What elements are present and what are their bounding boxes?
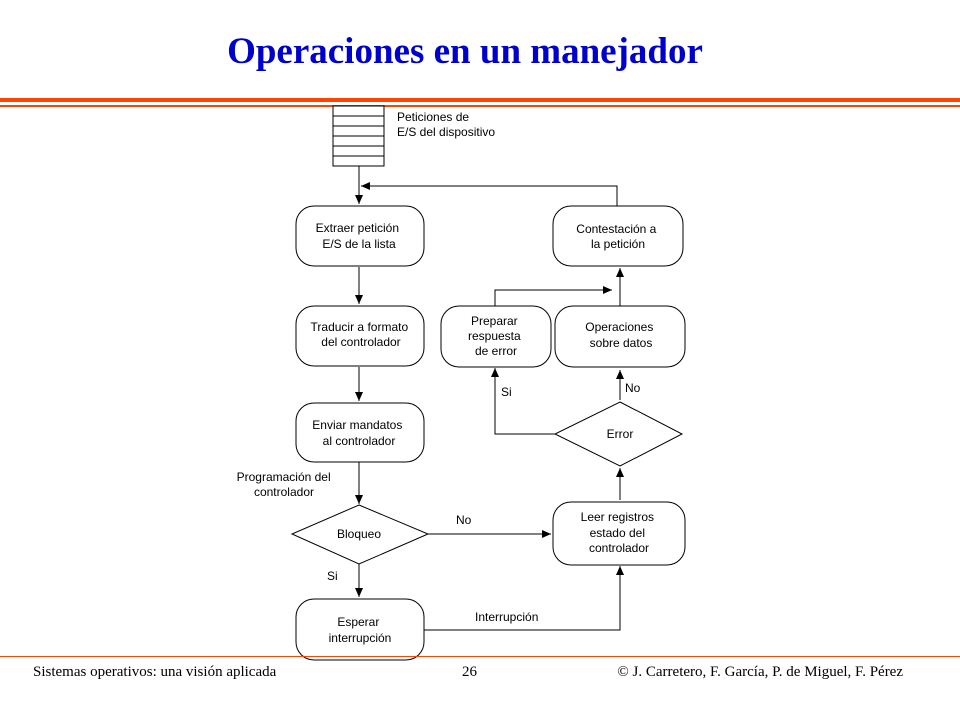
block-decision-text: Bloqueo [337, 527, 381, 541]
error-decision-text: Error [607, 427, 634, 441]
send-commands-text: Enviar mandatos al controlador [312, 418, 405, 448]
request-queue [332, 105, 385, 167]
read-registers-node [552, 501, 686, 566]
prepare-error-node [440, 305, 552, 368]
title-divider-thick [0, 98, 960, 102]
send-commands-node [295, 402, 425, 463]
interrupt-label: Interrupción [475, 610, 538, 624]
reply-request-node [552, 205, 684, 267]
programming-label: Programación del controlador [237, 470, 334, 499]
block-no-label: No [456, 513, 472, 527]
error-decision-node [553, 401, 684, 467]
block-yes-label: Si [327, 569, 338, 583]
data-operations-node [554, 305, 686, 368]
title-divider-thin [0, 105, 960, 107]
extract-request-text: Extraer petición E/S de la lista [316, 221, 403, 251]
reply-request-text: Contestación a la petición [576, 222, 659, 251]
read-registers-text: Leer registros estado del controlador [581, 510, 658, 555]
footer-divider [0, 656, 960, 657]
wait-interrupt-node [295, 598, 425, 661]
footer-authors: © J. Carretero, F. García, P. de Miguel,… [617, 664, 903, 680]
queue-label: Peticiones de E/S del dispositivo [397, 110, 495, 139]
translate-format-text: Traducir a formato del controlador [311, 320, 412, 349]
page-title: Operaciones en un manejador [227, 31, 703, 72]
data-operations-text: Operaciones sobre datos [585, 320, 656, 350]
block-decision-node [290, 504, 430, 565]
footer-page-number: 26 [462, 664, 477, 680]
translate-format-node [295, 305, 425, 367]
wait-interrupt-text: Esperar interrupción [329, 615, 392, 645]
error-yes-label: Si [501, 385, 512, 399]
prepare-error-text: Preparar respuesta de error [468, 314, 524, 358]
extract-request-node [295, 205, 425, 267]
error-no-label: No [625, 381, 641, 395]
footer-book: Sistemas operativos: una visión aplicada [33, 664, 277, 680]
